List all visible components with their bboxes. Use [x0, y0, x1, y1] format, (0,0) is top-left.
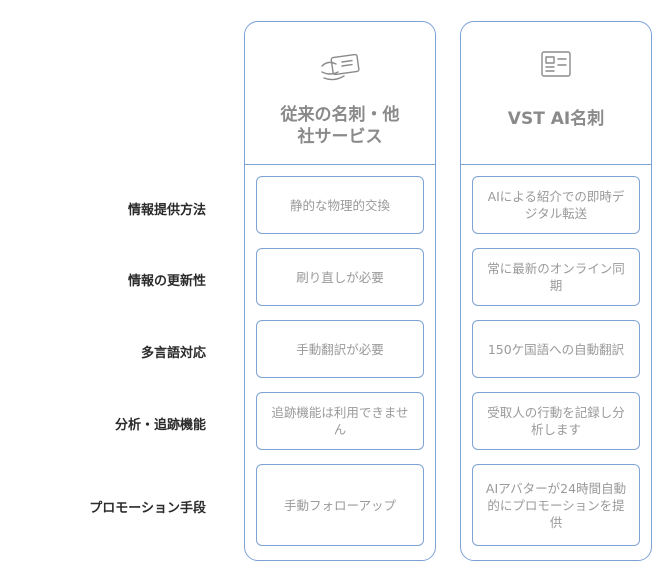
- row-label-promotion: プロモーション手段: [89, 501, 206, 516]
- id-card-icon: [540, 50, 572, 82]
- traditional-cell-analytics: 追跡機能は利用できません: [256, 392, 424, 450]
- vst-cell-update: 常に最新のオンライン同期: [472, 248, 640, 306]
- traditional-cell-info-method: 静的な物理的交換: [256, 176, 424, 234]
- vst-cell-info-method: AIによる紹介での即時デジタル転送: [472, 176, 640, 234]
- traditional-title-line1: 従来の名刺・他: [280, 105, 400, 125]
- row-label-update: 情報の更新性: [127, 274, 206, 289]
- traditional-cell-promotion: 手動フォローアップ: [256, 464, 424, 546]
- traditional-column: 従来の名刺・他 社サービス 静的な物理的交換 刷り直しが必要 手動翻訳が必要 追…: [244, 21, 436, 561]
- vst-title-line1: VST AI名刺: [507, 109, 605, 129]
- vst-column-header: VST AI名刺: [461, 22, 651, 165]
- vst-cell-multilingual: 150ケ国語への自動翻訳: [472, 320, 640, 378]
- traditional-cell-multilingual: 手動翻訳が必要: [256, 320, 424, 378]
- traditional-cell-update: 刷り直しが必要: [256, 248, 424, 306]
- traditional-column-title: 従来の名刺・他 社サービス: [255, 104, 425, 148]
- row-label-analytics: 分析・追跡機能: [114, 418, 206, 433]
- row-label-info-method: 情報提供方法: [127, 203, 206, 218]
- row-label-multilingual: 多言語対応: [140, 346, 206, 361]
- vst-column: VST AI名刺 AIによる紹介での即時デジタル転送 常に最新のオンライン同期 …: [460, 21, 652, 561]
- vst-column-title: VST AI名刺: [471, 108, 641, 130]
- traditional-title-line2: 社サービス: [297, 127, 383, 147]
- vst-cell-analytics: 受取人の行動を記録し分析します: [472, 392, 640, 450]
- vst-cell-promotion: AIアバターが24時間自動的にプロモーションを提供: [472, 464, 640, 546]
- card-exchange-icon: [318, 50, 362, 90]
- traditional-column-header: 従来の名刺・他 社サービス: [245, 22, 435, 165]
